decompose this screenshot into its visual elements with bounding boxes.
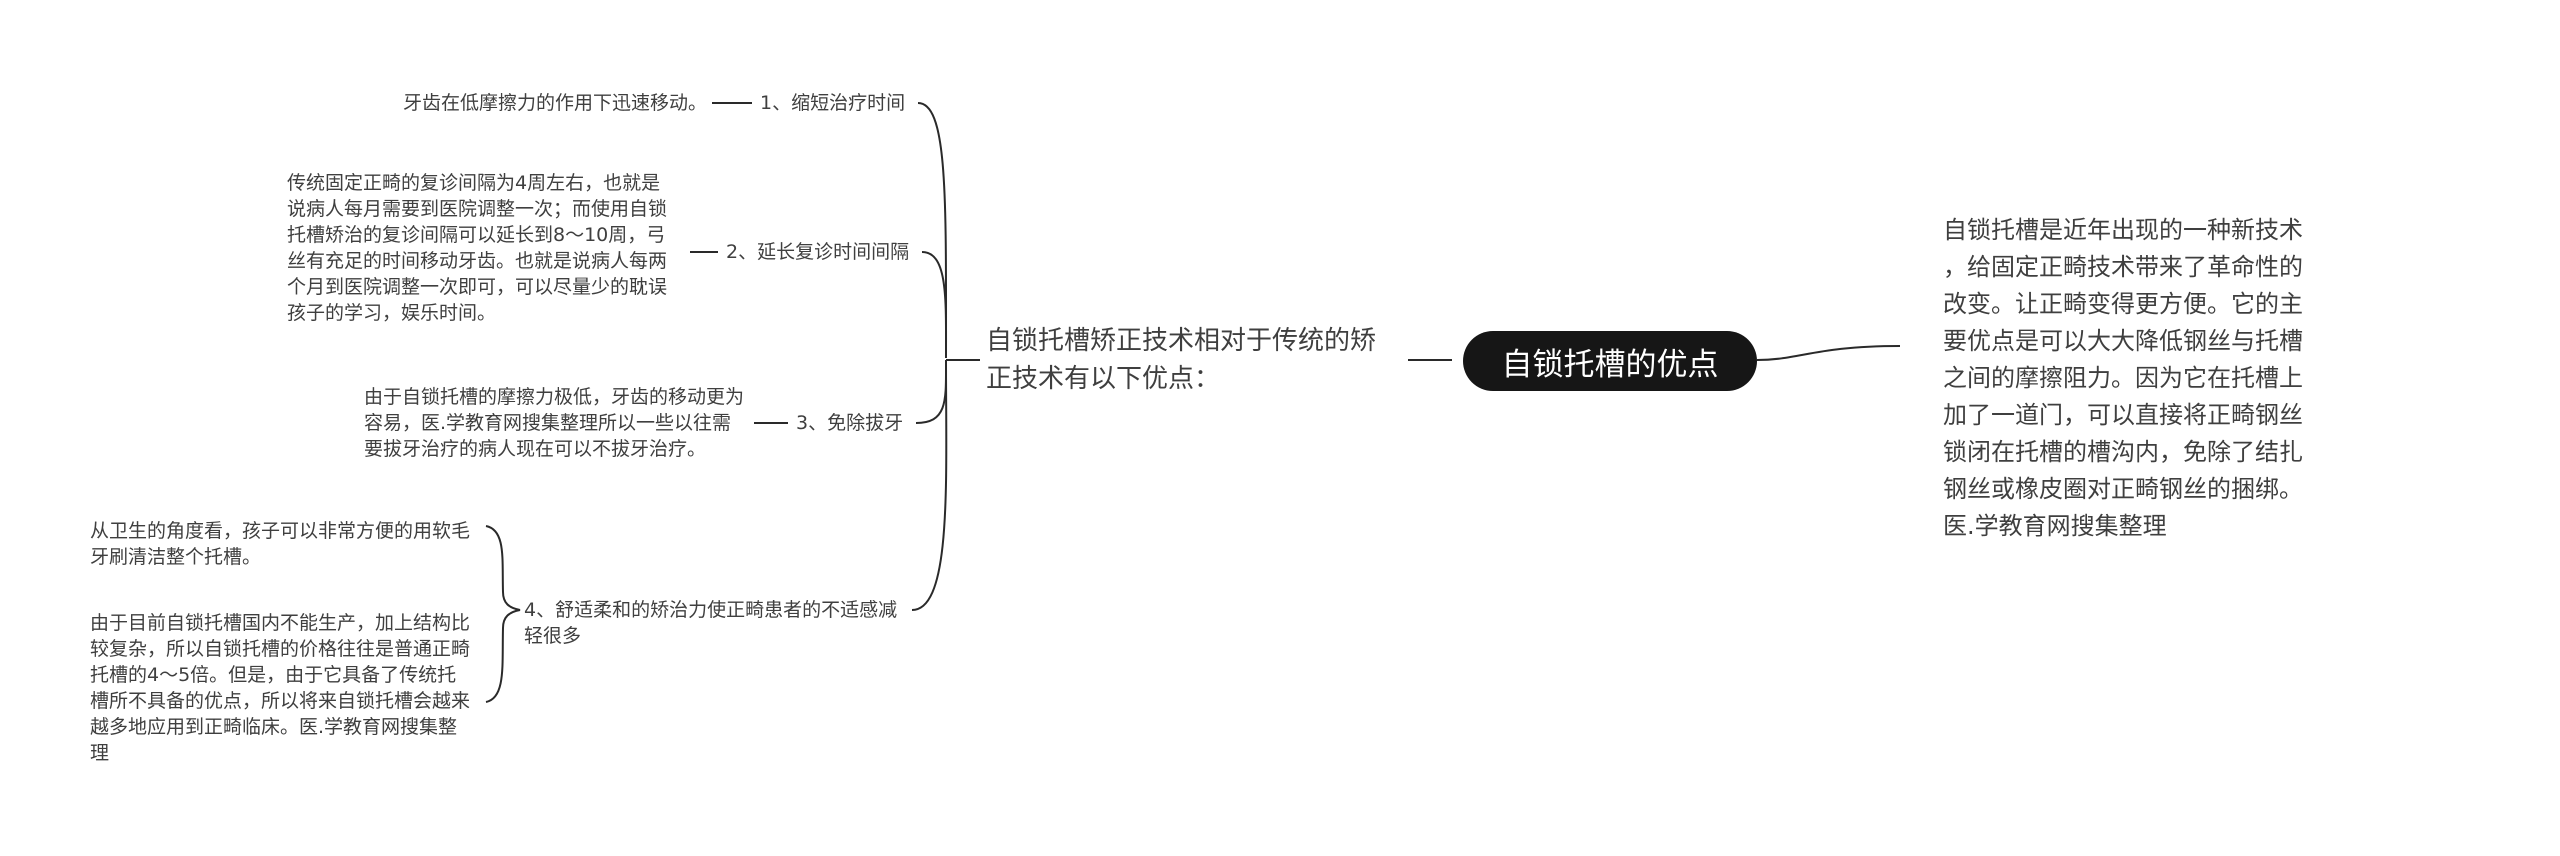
branch-4-hygiene-note[interactable]: 从卫生的角度看，孩子可以非常方便的用软毛 牙刷清洁整个托槽。 xyxy=(90,520,471,568)
branch-1-note[interactable]: 牙齿在低摩擦力的作用下迅速移动。 xyxy=(403,92,708,114)
fan-curve-branch-2 xyxy=(921,251,948,359)
branch-3-label[interactable]: 3、免除拔牙 xyxy=(796,412,904,434)
branch-2-note[interactable]: 传统固定正畸的复诊间隔为4周左右，也就是 说病人每月需要到医院调整一次；而使用自… xyxy=(287,172,668,324)
branch-1-label[interactable]: 1、缩短治疗时间 xyxy=(760,92,906,114)
fan-curve-branch-1 xyxy=(917,102,948,359)
branch-3-note[interactable]: 由于自锁托槽的摩擦力极低，牙齿的移动更为 容易，医.学教育网搜集整理所以一些以往… xyxy=(364,386,745,460)
center-node-title: 自锁托槽的优点 xyxy=(1501,346,1719,383)
intro-text[interactable]: 自锁托槽矫正技术相对于传统的矫 正技术有以下优点： xyxy=(986,326,1377,394)
node-right-note-curve xyxy=(1756,345,1901,361)
right-description-note[interactable]: 自锁托槽是近年出现的一种新技术 ，给固定正畸技术带来了革命性的 改变。让正畸变得… xyxy=(1943,216,2303,540)
branch-2-label[interactable]: 2、延长复诊时间间隔 xyxy=(726,241,910,263)
branch-4-price-note[interactable]: 由于目前自锁托槽国内不能生产，加上结构比 较复杂，所以自锁托槽的价格往往是普通正… xyxy=(90,612,471,764)
center-node[interactable]: 自锁托槽的优点 xyxy=(1463,331,1757,391)
branch-4-label[interactable]: 4、舒适柔和的矫治力使正畸患者的不适感减 轻很多 xyxy=(524,599,898,647)
fan-curve-branch-4 xyxy=(911,361,948,611)
branch-4-notes-brace xyxy=(485,525,521,703)
fan-curve-branch-3 xyxy=(915,359,948,424)
